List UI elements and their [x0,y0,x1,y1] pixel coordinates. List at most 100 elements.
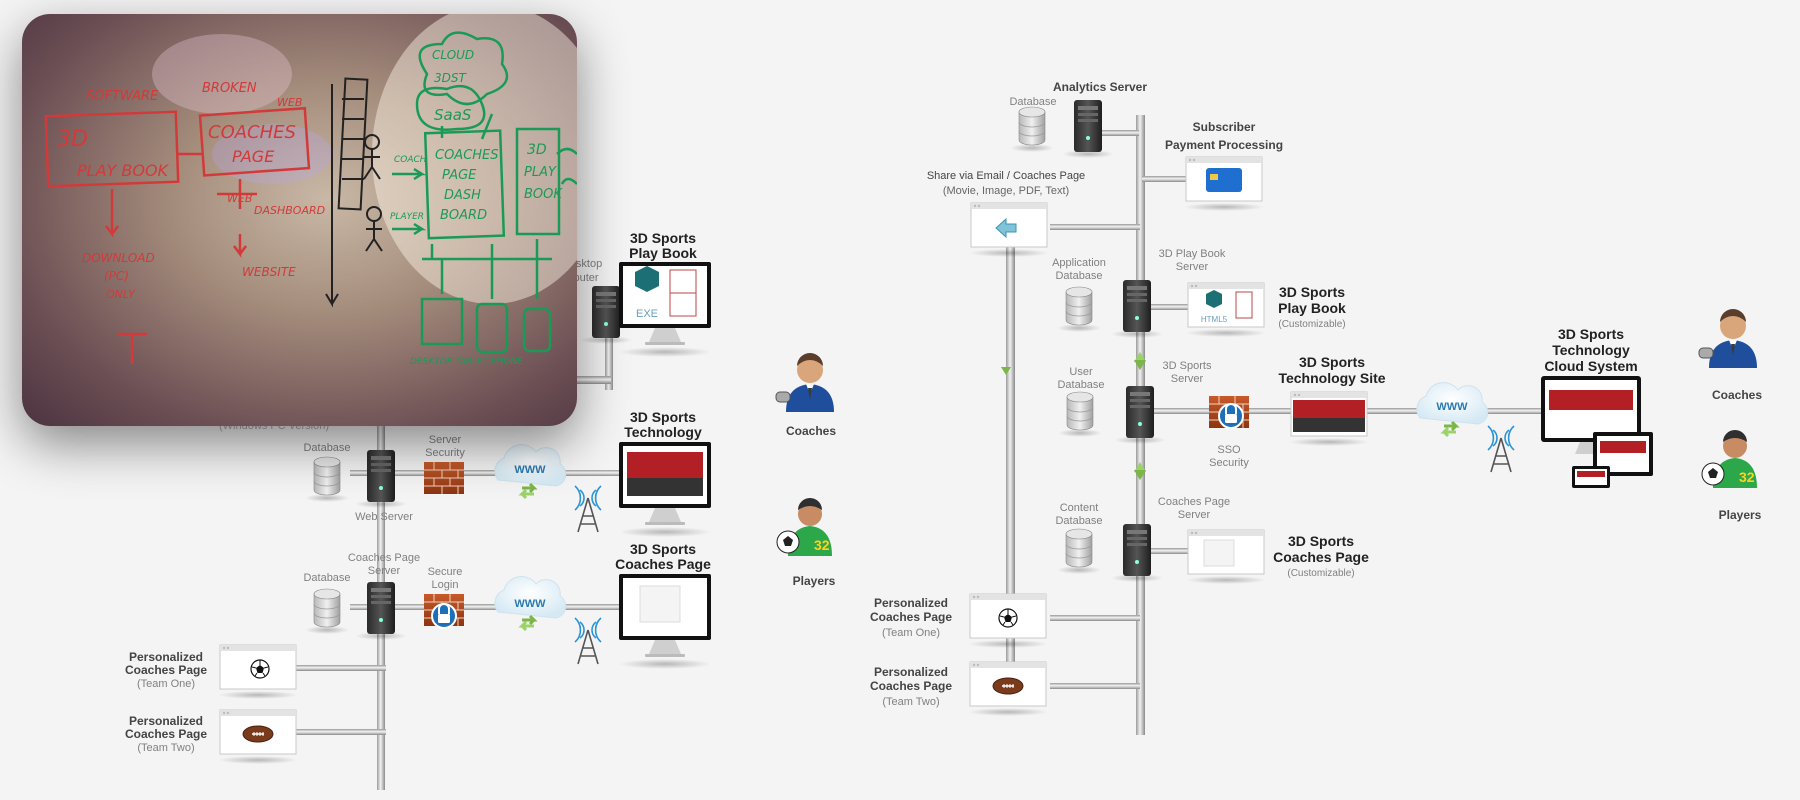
right-personalized-two-line2: Coaches Page [869,679,953,693]
wb-web: WEB [277,96,302,109]
left-playbook-title-2: Play Book [629,245,697,261]
left-personalized-one-team: (Team One) [136,678,196,690]
sports-server-label-2: Server [1170,373,1204,385]
user-database-label-2: Database [1057,379,1105,391]
sports-server [1114,386,1166,444]
wb-box2-line1: COACHES [208,122,296,143]
wb-website: WEBSITE [242,265,296,279]
left-personalized-page-two [217,709,299,765]
right-coaches-page-title-2: Coaches Page [1273,549,1369,565]
wb-download-3: ONLY [106,288,136,301]
whiteboard-green-sketch [392,31,577,354]
subscriber-label-1: Subscriber [1192,120,1256,134]
tech-site-title-2: Technology Site [1278,370,1386,386]
wb-devices: DESKTOP TABLET PHONE [410,357,523,367]
wb-box2-line2: PAGE [232,147,275,166]
right-player-figure [1701,429,1758,489]
right-playbook-note: (Customizable) [1278,319,1346,330]
right-antenna-icon [1487,425,1515,473]
coaches-server-database [1056,528,1102,575]
share-browser [968,202,1050,258]
left-player-figure [776,497,833,557]
wb-cloud-1: CLOUD [432,48,474,62]
wb-box4-line2: PLAY [524,165,557,180]
wb-box3-line4: BOARD [440,208,487,223]
playbook-server-label-2: Server [1175,261,1209,273]
playbook-server-label-1: 3D Play Book [1158,248,1226,260]
whiteboard-red-sketch [44,106,311,364]
left-personalized-two-line2: Coaches Page [124,727,208,741]
html5-browser [1185,282,1267,338]
right-personalized-two-team: (Team Two) [882,696,940,708]
left-personalized-two-line1: Personalized [128,714,204,728]
content-database-label-1: Content [1059,502,1099,514]
sso-label-2: Security [1209,457,1249,469]
exe-label: EXE [636,308,658,320]
right-personalized-two-line1: Personalized [873,665,949,679]
wb-broken: BROKEN [202,81,257,96]
right-coach-figure [1698,308,1758,369]
application-database-label-1: Application [1052,257,1106,269]
left-web-www-label: WWW [514,464,546,476]
application-database [1056,286,1102,333]
left-coaches-database-label: Database [303,572,351,584]
left-coaches-monitor [619,574,711,669]
cloud-system-devices [1541,376,1653,488]
wb-download-2: (PC) [104,269,129,283]
analytics-database-label: Database [1009,96,1057,108]
wb-box3-line3: DASH [444,188,481,203]
wb-box3-line2: PAGE [442,168,477,183]
sso-label-1: SSO [1217,444,1241,456]
left-playbook-title-1: 3D Sports [629,230,697,246]
analytics-server-label: Analytics Server [1052,80,1148,94]
sso-icon [1208,395,1250,429]
wb-saas: SaaS [434,106,472,124]
user-database-label-1: User [1069,366,1093,378]
left-web-database-label: Database [303,442,351,454]
user-database [1057,391,1103,438]
wb-coach: COACH [394,155,427,165]
left-personalized-one-line2: Coaches Page [124,663,208,677]
sports-server-label-1: 3D Sports [1162,360,1212,372]
right-www-label: WWW [1436,401,1468,413]
left-web-server [355,450,407,508]
desktop-computer-label-2: puter [573,272,599,284]
right-personalized-one-line2: Coaches Page [869,610,953,624]
left-personalized-one-line1: Personalized [128,650,204,664]
left-coaches-server-label-1: Coaches Page [347,552,421,564]
right-playbook-title-1: 3D Sports [1278,284,1346,300]
whiteboard-photo: SOFTWARE 3D PLAY BOOK BROKEN WEB COACHES… [22,14,577,426]
content-database-label-2: Database [1055,515,1103,527]
left-playbook-monitor [619,262,711,357]
left-coaches-antenna-icon [574,617,602,665]
left-secure-login-icon [423,593,465,629]
wb-box4-line1: 3D [527,142,547,158]
left-coaches-server [355,582,407,640]
coaches-page-browser [1185,529,1267,585]
subscriber-label-2: Payment Processing [1164,138,1284,152]
right-personalized-one-line1: Personalized [873,596,949,610]
cloud-system-title-3: Cloud System [1544,358,1638,374]
right-playbook-title-2: Play Book [1278,300,1346,316]
left-personalized-page-one [217,644,299,700]
left-secure-login-label-1: Secure [427,566,463,578]
coaches-server-label-2: Server [1177,509,1211,521]
tech-site-browser [1288,391,1370,447]
left-coaches-title-1: 3D Sports [629,541,697,557]
tech-site-title-1: 3D Sports [1298,354,1366,370]
left-technology-title-1: 3D Sports [629,409,697,425]
coaches-server-label-1: Coaches Page [1157,496,1231,508]
left-coaches-role-label: Coaches [785,424,837,438]
analytics-server [1062,100,1114,158]
wb-box1-line2: PLAY BOOK [77,161,170,180]
left-coaches-www-label: WWW [514,598,546,610]
left-technology-monitor [619,442,711,537]
wb-cloud-2: 3DST [434,71,467,85]
left-secure-login-label-2: Login [431,579,459,591]
right-personalized-page-two [967,661,1049,717]
whiteboard-black-sketch [325,77,383,308]
wb-box3-line1: COACHES [435,148,499,163]
desktop-computer-label-1: esktop [569,258,603,270]
application-database-label-2: Database [1055,270,1103,282]
left-technology-title-2: Technology [624,424,702,440]
